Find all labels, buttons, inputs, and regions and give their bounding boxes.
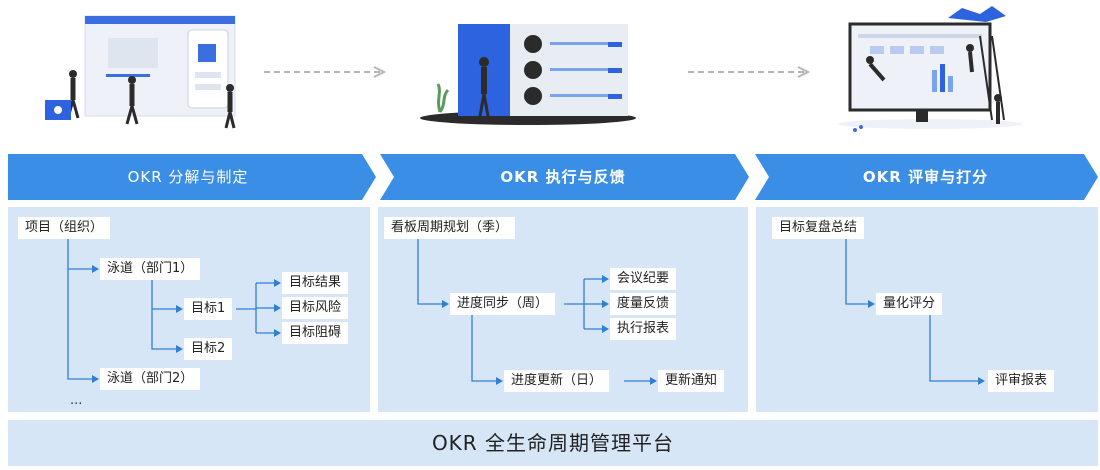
tree-connectors	[67, 238, 281, 383]
list-tag	[608, 68, 622, 73]
tree-connectors	[417, 238, 657, 385]
tree-connectors	[845, 238, 985, 385]
bar-chart-icon	[948, 76, 953, 92]
person-head-icon	[226, 84, 234, 92]
browser-titlebar	[85, 16, 235, 24]
stage-title-2: OKR 执行与反馈	[500, 168, 626, 186]
okr-review-illustration	[838, 6, 1022, 132]
person-leg-icon	[71, 99, 80, 119]
node-meeting-notes: 会议纪要	[610, 268, 677, 290]
list-line	[550, 42, 622, 45]
okr-execution-illustration	[420, 24, 636, 125]
ladder-icon	[991, 35, 1005, 121]
node-lane-1: 泳道（部门1）	[100, 258, 201, 280]
node-goal-1: 目标1	[184, 298, 233, 320]
node-daily-update: 进度更新（日）	[504, 370, 610, 392]
stage-banner-2	[380, 154, 749, 200]
node-metric-feedback: 度量反馈	[610, 293, 677, 315]
bar-chart-icon	[932, 70, 937, 92]
stage-banner-shapes	[8, 154, 1098, 200]
browser-block	[108, 38, 158, 68]
platform-title: OKR 全生命周期管理平台	[8, 420, 1098, 466]
node-review-report: 评审报表	[988, 370, 1055, 392]
stage-title-3: OKR 评审与打分	[862, 168, 989, 186]
node-goal-risk: 目标风险	[282, 297, 349, 319]
chart-cell	[890, 46, 904, 54]
list-tag	[608, 94, 622, 99]
node-execution-report: 执行报表	[610, 318, 677, 340]
monitor-stand	[916, 110, 928, 122]
node-update-notice: 更新通知	[658, 370, 725, 392]
person-body-icon	[868, 62, 886, 82]
monitor-line	[858, 34, 982, 38]
cloud-icon	[948, 6, 1006, 22]
chart-cell	[930, 46, 944, 54]
list-line	[550, 68, 622, 71]
list-tag	[608, 42, 622, 47]
person-leg-icon	[130, 105, 139, 125]
node-board-plan: 看板周期规划（季）	[384, 217, 516, 239]
stage-title-1: OKR 分解与制定	[127, 168, 249, 186]
panel-execute: 看板周期规划（季） 进度同步（周） 会议纪要 度量反馈 执行报表 进度更新（日）…	[378, 207, 748, 412]
bar-chart-icon	[940, 64, 945, 92]
node-weekly-sync: 进度同步（周）	[450, 293, 556, 315]
dot-decoration	[859, 125, 863, 129]
person-head-icon	[994, 94, 1002, 102]
node-quant-score: 量化评分	[876, 293, 943, 315]
person-head-icon	[966, 44, 974, 52]
dot-decoration	[853, 128, 857, 132]
node-project: 项目（组织）	[18, 217, 111, 239]
stage-banner-row: OKR 分解与制定 OKR 执行与反馈 OKR 评审与打分	[8, 154, 1098, 200]
avatar-icon	[524, 87, 542, 105]
plant-icon	[436, 83, 450, 113]
phone-bar	[195, 84, 221, 90]
node-lane-2: 泳道（部门2）	[100, 368, 201, 390]
stage-banner-3	[755, 154, 1098, 200]
node-goal-result: 目标结果	[282, 272, 349, 294]
person-head-icon	[128, 76, 136, 84]
panel-decompose: 项目（组织） 泳道（部门1） 目标1 目标2 目标结果 目标风险 目标阻碍 泳道…	[8, 207, 370, 412]
floor-shadow	[838, 119, 1022, 129]
node-goal-2: 目标2	[184, 338, 233, 360]
avatar-icon	[524, 35, 542, 53]
ladder-icon	[979, 35, 993, 121]
phone-icon-box	[198, 44, 216, 62]
person-head-icon	[479, 57, 489, 67]
avatar-icon	[524, 61, 542, 79]
panel-review: 目标复盘总结 量化评分 评审报表	[756, 207, 1098, 412]
phone-bar	[195, 72, 221, 78]
ellipsis-more: ...	[70, 393, 83, 408]
node-goal-review: 目标复盘总结	[772, 217, 865, 239]
chart-cell	[910, 46, 924, 54]
person-leg-icon	[125, 105, 134, 125]
person-leg-icon	[228, 111, 236, 129]
person-head-icon	[69, 70, 77, 78]
person-body-icon	[968, 51, 974, 73]
user-avatar-icon	[54, 106, 62, 114]
list-line	[550, 94, 622, 97]
node-goal-block: 目标阻碍	[282, 322, 349, 344]
dashed-arrow-icon	[264, 66, 387, 78]
chart-cell	[870, 46, 884, 54]
browser-line	[106, 74, 150, 77]
person-leg-icon	[482, 93, 490, 117]
dashed-arrow-icon	[688, 66, 811, 78]
okr-planning-illustration	[45, 15, 236, 129]
stage-banner-1	[8, 154, 376, 200]
phone-device	[187, 29, 229, 109]
person-head-icon	[866, 56, 874, 64]
